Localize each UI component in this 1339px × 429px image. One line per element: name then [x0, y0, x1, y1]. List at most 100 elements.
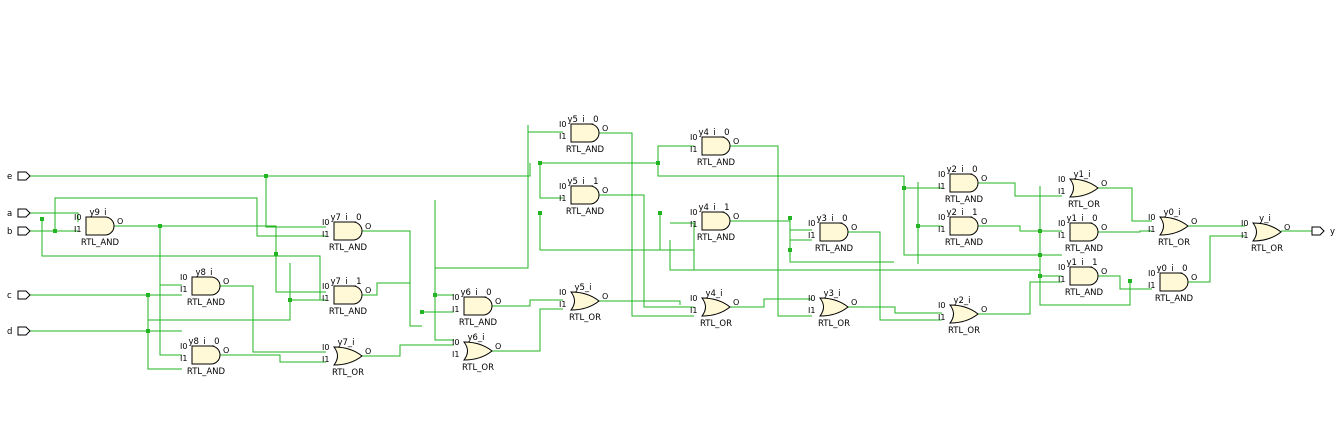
pin-label-o: O — [602, 124, 608, 133]
and-gate-icon — [570, 123, 600, 143]
pin-label-i1: I1 — [559, 300, 566, 309]
pin-label-i1: I1 — [322, 230, 329, 239]
pin-label-i0: I0 — [1241, 219, 1248, 228]
pin-label-o: O — [981, 305, 987, 314]
pin-label-i0: I0 — [559, 182, 566, 191]
gate-type-label: RTL_AND — [697, 158, 736, 168]
wire — [848, 306, 942, 314]
wire — [159, 226, 182, 356]
junction-dot — [1038, 229, 1042, 233]
wire — [730, 220, 812, 231]
gate-instance-name: y2_i__0 — [947, 165, 978, 175]
pin-label-i0: I0 — [938, 301, 945, 310]
and-gate-icon — [191, 345, 221, 365]
junction-dot — [274, 252, 278, 256]
input-port-label: a — [7, 209, 12, 219]
pin-label-o: O — [223, 346, 229, 355]
wire — [789, 218, 894, 263]
pin-label-i0: I0 — [690, 133, 697, 142]
pin-label-i1: I1 — [938, 313, 945, 322]
wire — [1098, 187, 1152, 222]
gate-type-label: RTL_OR — [1158, 238, 1190, 248]
pin-label-i0: I0 — [322, 343, 329, 352]
and-gate-icon — [333, 221, 363, 241]
pin-label-i0: I0 — [1148, 269, 1155, 278]
pin-label-o: O — [495, 297, 501, 306]
gate-instance-name: y4_i__1 — [699, 203, 730, 213]
or-gate-icon — [332, 346, 363, 366]
pin-label-i0: I0 — [808, 219, 815, 228]
pin-label-o: O — [851, 223, 857, 232]
wire — [903, 176, 1062, 256]
wire — [978, 182, 1062, 197]
and-gate-icon — [1069, 266, 1099, 286]
gate-instance-name: y2_i — [953, 296, 970, 306]
pin-label-i0: I0 — [1058, 175, 1065, 184]
and-gate-icon — [701, 211, 731, 231]
pin-label-i1: I1 — [559, 132, 566, 141]
or-gate-icon — [700, 297, 731, 317]
wire — [1098, 230, 1152, 233]
or-gate-icon — [569, 291, 600, 311]
pin-label-o: O — [602, 186, 608, 195]
pin-label-i1: I1 — [938, 182, 945, 191]
gate-type-label: RTL_OR — [1068, 200, 1100, 210]
pin-label-o: O — [117, 217, 123, 226]
junction-dot — [658, 211, 662, 215]
and-gate-icon — [701, 136, 731, 156]
gate-instance-name: y5_i — [574, 283, 591, 293]
gate-instance-name: y1_i — [1073, 170, 1090, 180]
input-port-a: a — [7, 208, 31, 219]
gate-type-label: RTL_AND — [459, 318, 498, 328]
and-gate-icon — [1069, 222, 1099, 242]
wire — [657, 163, 905, 188]
junction-dot — [788, 216, 792, 220]
pin-label-i0: I0 — [938, 170, 945, 179]
pin-label-i1: I1 — [452, 305, 459, 314]
pin-label-i0: I0 — [180, 273, 187, 282]
wire — [978, 225, 1062, 232]
gate-instance-name: y5_i__1 — [568, 177, 599, 187]
input-port-b: b — [7, 226, 31, 237]
wire — [30, 163, 531, 177]
pin-label-o: O — [1191, 217, 1197, 226]
wire — [265, 176, 326, 228]
pin-label-o: O — [1101, 267, 1107, 276]
gate-type-label: RTL_AND — [1065, 288, 1104, 298]
or-gate-icon — [1158, 216, 1189, 236]
junction-dot — [264, 174, 268, 178]
junction-dot — [40, 217, 44, 221]
pin-label-i1: I1 — [808, 306, 815, 315]
pin-label-i0: I0 — [180, 342, 187, 351]
wire — [978, 281, 1062, 315]
pin-label-o: O — [1284, 223, 1290, 232]
junction-dot — [53, 229, 57, 233]
junction-dot — [433, 293, 437, 297]
